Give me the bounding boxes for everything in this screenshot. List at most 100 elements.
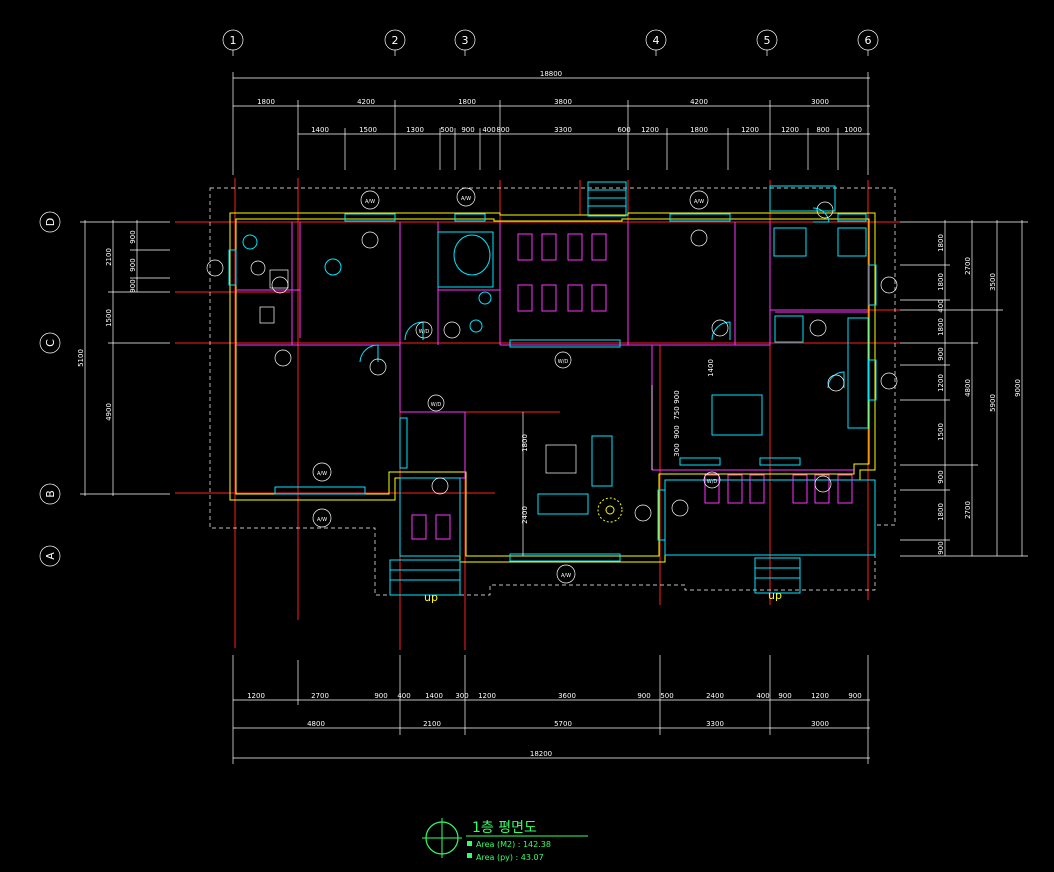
dim-right-group: 4800 [964,379,972,397]
dim-top: 1800 [458,98,476,106]
grid-col-label: 3 [462,34,469,47]
dim-right: 1200 [937,374,945,392]
dim-bottom: 2700 [311,692,329,700]
dim-top: 3000 [811,98,829,106]
dim-right: 1800 [937,503,945,521]
storage-cabinets [411,233,853,540]
dim-bottom: 1200 [811,692,829,700]
dim-right: 1800 [937,273,945,291]
interior-walls [236,222,868,479]
dim-top-detail: 1000 [844,126,862,134]
dim-top-detail: 400 [482,126,495,134]
dim-right: 1800 [937,318,945,336]
dim-bottom: 500 [660,692,673,700]
dimensions-left: 5100 2100 1500 4900 900 900 900 [77,220,170,496]
dim-bottom: 3600 [558,692,576,700]
area-py: Area (py) : 43.07 [476,853,544,862]
dim-right-total: 9000 [1014,379,1022,397]
dim-bottom: 400 [397,692,410,700]
living-furniture [242,227,867,515]
dim-left: 4900 [105,403,113,421]
dim-top-detail: 1200 [781,126,799,134]
dim-right: 1800 [937,234,945,252]
tag-label: A/W [561,573,571,579]
dim-bottom: 1200 [247,692,265,700]
dim-bottom: 300 [455,692,468,700]
dim-bottom-group: 3300 [706,720,724,728]
tag-label: A/W [694,199,704,205]
tag-label: W/D [707,479,718,485]
dim-right: 900 [937,541,945,554]
dim-bottom: 1400 [425,692,443,700]
dim-interior: 2400 [521,506,529,524]
dim-right: 900 [937,470,945,483]
exterior-walls [229,212,876,563]
dim-bottom: 900 [778,692,791,700]
dim-right: 400 [937,299,945,312]
dim-right-group: 5900 [989,394,997,412]
dim-bottom: 900 [374,692,387,700]
grid-col-label: 5 [764,34,771,47]
grid-col-label: 1 [230,34,237,47]
dim-left: 900 [129,279,137,292]
dim-top: 4200 [357,98,375,106]
tag-label: A/W [461,196,471,202]
area-m2: Area (M2) : 142.38 [476,840,551,849]
dim-right-group: 2700 [964,257,972,275]
dim-top-detail: 1800 [690,126,708,134]
grid-col-label: 4 [653,34,660,47]
dim-top-detail: 500 [440,126,453,134]
dim-interior: 1400 [707,359,715,377]
grid-row-label: C [44,339,57,347]
dim-right: 900 [937,347,945,360]
tag-label: W/D [558,359,569,365]
dim-top-detail: 3300 [554,126,572,134]
grid-bubbles-top: 1 2 3 4 5 6 [222,29,879,56]
dim-bottom: 400 [756,692,769,700]
grid-col-label: 2 [392,34,399,47]
grid-bubbles-left: D C B A [39,211,61,567]
dim-top: 3800 [554,98,572,106]
grid-col-label: 6 [865,34,872,47]
dim-bottom: 1200 [478,692,496,700]
dim-left: 900 [129,230,137,243]
dimensions-right: 1800 1800 400 1800 900 1200 1500 900 180… [900,220,1028,557]
dim-interior: 900 [673,425,681,438]
dim-right-group: 2700 [964,501,972,519]
stair-up-label: up [424,591,438,604]
dim-top-detail: 1300 [406,126,424,134]
dim-top: 4200 [690,98,708,106]
grid-lines-horizontal [175,221,900,494]
plant-symbol [597,497,623,523]
dim-top-total: 18800 [540,70,562,78]
dim-interior: 1800 [521,434,529,452]
dim-bottom-group: 4800 [307,720,325,728]
tag-label: W/D [419,329,430,335]
windows [228,185,877,562]
dim-top-detail: 1500 [359,126,377,134]
dim-interior: 900 [673,390,681,403]
grid-row-label: A [44,552,57,560]
dim-bottom-group: 5700 [554,720,572,728]
eave-outline [209,187,896,596]
dim-bottom-total: 18200 [530,750,552,758]
dim-bottom: 2400 [706,692,724,700]
dim-top-detail: 800 [496,126,509,134]
dim-bottom: 900 [848,692,861,700]
dim-top-detail: 1400 [311,126,329,134]
drawing-title: 1층 평면도 [472,820,537,836]
dim-top-detail: 1200 [641,126,659,134]
tag-label: A/W [317,517,327,523]
opening-tags: A/W A/W A/W W/D W/D W/D A/W A/W A/W W/D [206,187,898,584]
door-swings [359,207,845,389]
dim-right-group: 3500 [989,273,997,291]
dim-top-detail: 1200 [741,126,759,134]
dim-bottom: 900 [637,692,650,700]
dim-top-detail: 600 [617,126,630,134]
tag-label: A/W [317,471,327,477]
dimensions-top: 18800 1800 4200 1800 3800 4200 3000 1400… [232,70,870,175]
dim-top-detail: 800 [816,126,829,134]
dimensions-bottom: 1200 2700 900 400 1400 300 1200 3600 900… [232,655,870,764]
dim-top: 1800 [257,98,275,106]
